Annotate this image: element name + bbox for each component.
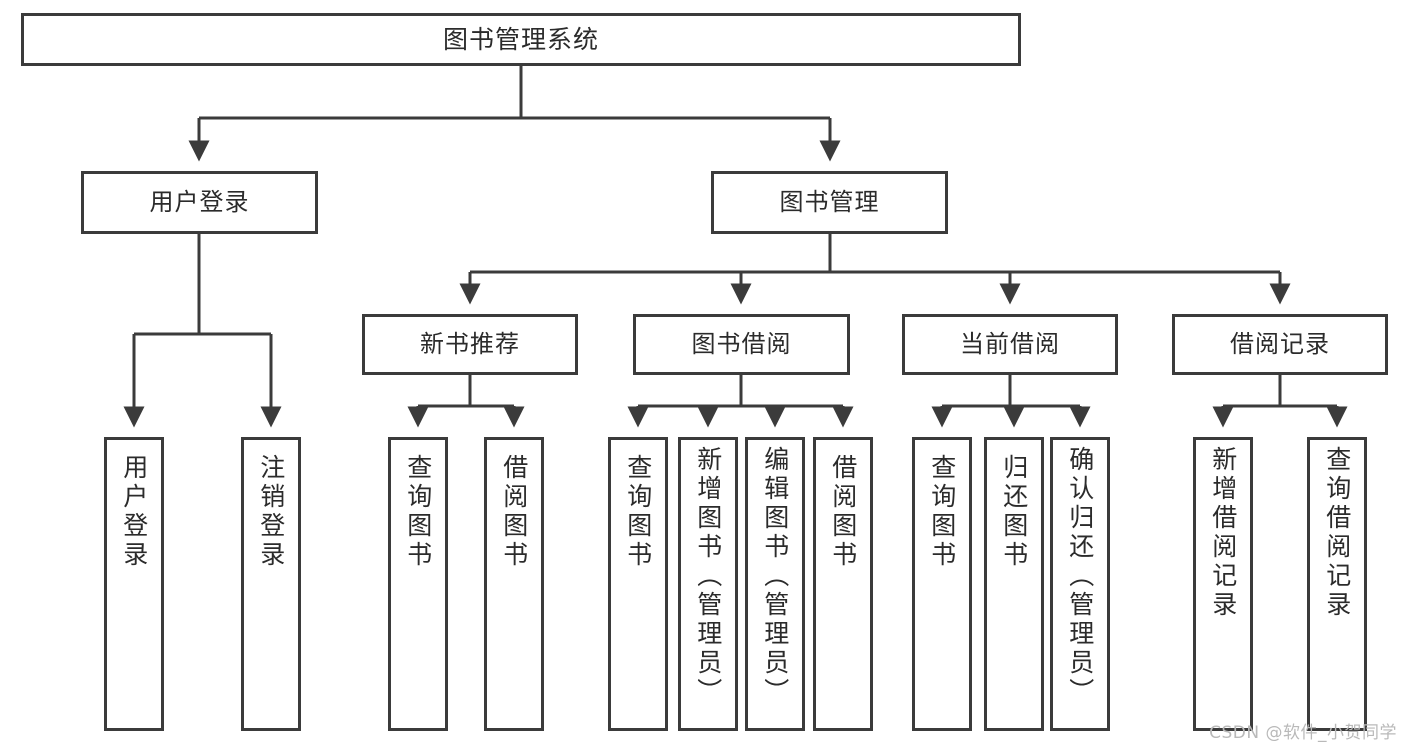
node-leaf-borrow-book-1-label: 借阅图书 — [499, 454, 529, 570]
node-leaf-add-record[interactable]: 新增借阅记录 — [1193, 437, 1253, 731]
node-leaf-return-book[interactable]: 归还图书 — [984, 437, 1044, 731]
node-book-borrow[interactable]: 图书借阅 — [633, 314, 850, 375]
node-book-borrow-label: 图书借阅 — [691, 330, 792, 359]
node-leaf-confirm-return-label: 确认归还（管理员） — [1065, 446, 1095, 707]
node-new-book-rec[interactable]: 新书推荐 — [362, 314, 578, 375]
node-book-manage[interactable]: 图书管理 — [711, 171, 948, 234]
node-leaf-edit-book-label: 编辑图书（管理员） — [760, 446, 790, 707]
node-root[interactable]: 图书管理系统 — [21, 13, 1021, 66]
node-book-manage-label: 图书管理 — [779, 188, 880, 217]
node-leaf-query-book-2[interactable]: 查询图书 — [608, 437, 668, 731]
node-leaf-return-book-label: 归还图书 — [999, 454, 1029, 570]
node-leaf-borrow-book-2[interactable]: 借阅图书 — [813, 437, 873, 731]
node-leaf-borrow-book-1[interactable]: 借阅图书 — [484, 437, 544, 731]
node-leaf-user-logout[interactable]: 注销登录 — [241, 437, 301, 731]
node-leaf-query-record[interactable]: 查询借阅记录 — [1307, 437, 1367, 731]
node-leaf-query-book-3-label: 查询图书 — [927, 454, 957, 570]
node-leaf-borrow-book-2-label: 借阅图书 — [828, 454, 858, 570]
node-leaf-user-login[interactable]: 用户登录 — [104, 437, 164, 731]
node-leaf-user-logout-label: 注销登录 — [256, 454, 286, 570]
node-leaf-query-record-label: 查询借阅记录 — [1322, 446, 1352, 620]
node-leaf-add-book[interactable]: 新增图书（管理员） — [678, 437, 738, 731]
node-leaf-add-record-label: 新增借阅记录 — [1208, 446, 1238, 620]
node-leaf-edit-book[interactable]: 编辑图书（管理员） — [745, 437, 805, 731]
node-current-borrow[interactable]: 当前借阅 — [902, 314, 1118, 375]
node-leaf-query-book-3[interactable]: 查询图书 — [912, 437, 972, 731]
node-leaf-confirm-return[interactable]: 确认归还（管理员） — [1050, 437, 1110, 731]
node-current-borrow-label: 当前借阅 — [960, 330, 1060, 359]
node-user-login-label: 用户登录 — [149, 188, 250, 217]
node-leaf-user-login-label: 用户登录 — [119, 454, 149, 570]
node-borrow-record[interactable]: 借阅记录 — [1172, 314, 1388, 375]
node-leaf-query-book-1[interactable]: 查询图书 — [388, 437, 448, 731]
node-new-book-rec-label: 新书推荐 — [420, 330, 520, 359]
node-user-login[interactable]: 用户登录 — [81, 171, 318, 234]
watermark: CSDN @软件_小贺同学 — [1209, 723, 1397, 743]
node-leaf-query-book-2-label: 查询图书 — [623, 454, 653, 570]
node-root-label: 图书管理系统 — [442, 24, 599, 54]
node-leaf-add-book-label: 新增图书（管理员） — [693, 446, 723, 707]
node-borrow-record-label: 借阅记录 — [1230, 330, 1330, 359]
node-leaf-query-book-1-label: 查询图书 — [403, 454, 433, 570]
